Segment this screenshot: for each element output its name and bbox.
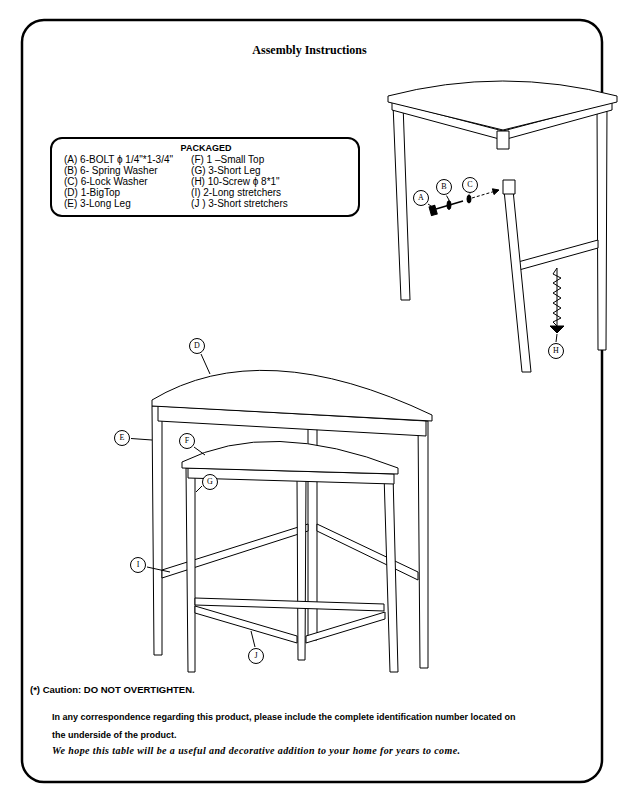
callout-circle: C (462, 177, 478, 193)
list-heading: PACKAGED (64, 142, 348, 154)
table-top (388, 81, 617, 130)
leg-bracket (503, 180, 515, 194)
part-list-item: (F) 1 –Small Top (191, 154, 288, 165)
caution-note: (*) Caution: DO NOT OVERTIGHTEN. (30, 684, 195, 695)
part-list-item: (C) 6-Lock Washer (64, 176, 173, 187)
callout-circle: H (548, 343, 564, 359)
screw-thread (553, 268, 561, 326)
short-leg (186, 468, 195, 672)
leader-line (201, 354, 210, 374)
callout-letter: C (467, 181, 472, 189)
list-columns: (A) 6-BOLT ϕ 1/4"*1-3/4"(B) 6- Spring Wa… (64, 154, 348, 209)
arrowhead (492, 189, 499, 195)
callout-circle: G (202, 474, 218, 490)
leader-line (428, 204, 434, 208)
long-stretcher (162, 524, 308, 578)
big-top (152, 370, 432, 421)
part-list-item: (B) 6- Spring Washer (64, 165, 173, 176)
callout-letter: E (120, 434, 125, 442)
label-block: (*) Caution: DO NOT OVERTIGHTEN. (30, 679, 370, 697)
nested-tables (131, 354, 432, 672)
short-stretcher (195, 606, 297, 643)
callout-circle: A (413, 190, 429, 206)
part-list-item: (H) 10-Screw ϕ 8*1" (191, 176, 288, 187)
bolt-shaft (436, 201, 463, 209)
assembly-direction (472, 192, 494, 199)
page-title: Assembly Instructions (252, 43, 366, 57)
leader-line (194, 447, 205, 455)
long-leg (152, 406, 162, 655)
leader-line (196, 486, 202, 492)
part-list-item: (J ) 3-Short stretchers (191, 198, 288, 209)
short-stretcher (306, 612, 385, 643)
parts-list-box: PACKAGED(A) 6-BOLT ϕ 1/4"*1-3/4"(B) 6- S… (50, 137, 360, 217)
table-leg (597, 104, 607, 350)
callout-circle: J (248, 648, 264, 664)
lock-washer (467, 195, 471, 203)
spring-washer (447, 201, 451, 210)
closing-note: We hope this table will be a useful and … (52, 745, 460, 756)
stretcher (518, 240, 598, 270)
long-leg (418, 421, 428, 668)
callout-letter: A (418, 194, 424, 202)
part-list-item: (E) 3-Long Leg (64, 198, 173, 209)
callout-circle: D (189, 338, 205, 354)
leader-line (147, 567, 170, 572)
callout-letter: H (553, 347, 559, 355)
leader-line (447, 196, 450, 200)
leader-line (469, 194, 470, 195)
label-block: We hope this table will be a useful and … (52, 740, 597, 758)
callout-letter: G (207, 478, 213, 486)
callout-circle: E (114, 430, 130, 446)
leader-line (131, 439, 152, 441)
callout-letter: F (185, 437, 189, 445)
leader-line (556, 334, 557, 342)
part-list-item: (G) 3-Short Leg (191, 165, 288, 176)
callout-circle: B (436, 179, 452, 195)
corner-bracket (497, 131, 509, 149)
callout-letter: I (137, 561, 140, 569)
table-leg (504, 190, 531, 372)
short-leg (384, 474, 398, 672)
correspondence-note: In any correspondence regarding this pro… (52, 712, 516, 740)
exploded-table (388, 81, 617, 372)
screw-head (550, 326, 564, 333)
leader-line (251, 631, 255, 647)
title-block: Assembly Instructions (0, 40, 619, 58)
label-block: In any correspondence regarding this pro… (52, 706, 522, 742)
short-leg (297, 478, 306, 660)
long-stretcher (317, 524, 418, 580)
callout-letter: J (254, 652, 257, 660)
part-list-item: (D) 1-BigTop (64, 187, 173, 198)
part-list-item: (A) 6-BOLT ϕ 1/4"*1-3/4" (64, 154, 173, 165)
callout-circle: I (130, 557, 146, 573)
callout-circle: F (179, 433, 195, 449)
table-leg (393, 104, 410, 300)
list-column: (F) 1 –Small Top(G) 3-Short Leg(H) 10-Sc… (191, 154, 288, 209)
callout-letter: D (194, 342, 200, 350)
short-stretcher (195, 598, 384, 611)
list-column: (A) 6-BOLT ϕ 1/4"*1-3/4"(B) 6- Spring Wa… (64, 154, 173, 209)
callout-letter: B (441, 183, 446, 191)
small-top (182, 441, 398, 474)
part-list-item: (I) 2-Long stretchers (191, 187, 288, 198)
